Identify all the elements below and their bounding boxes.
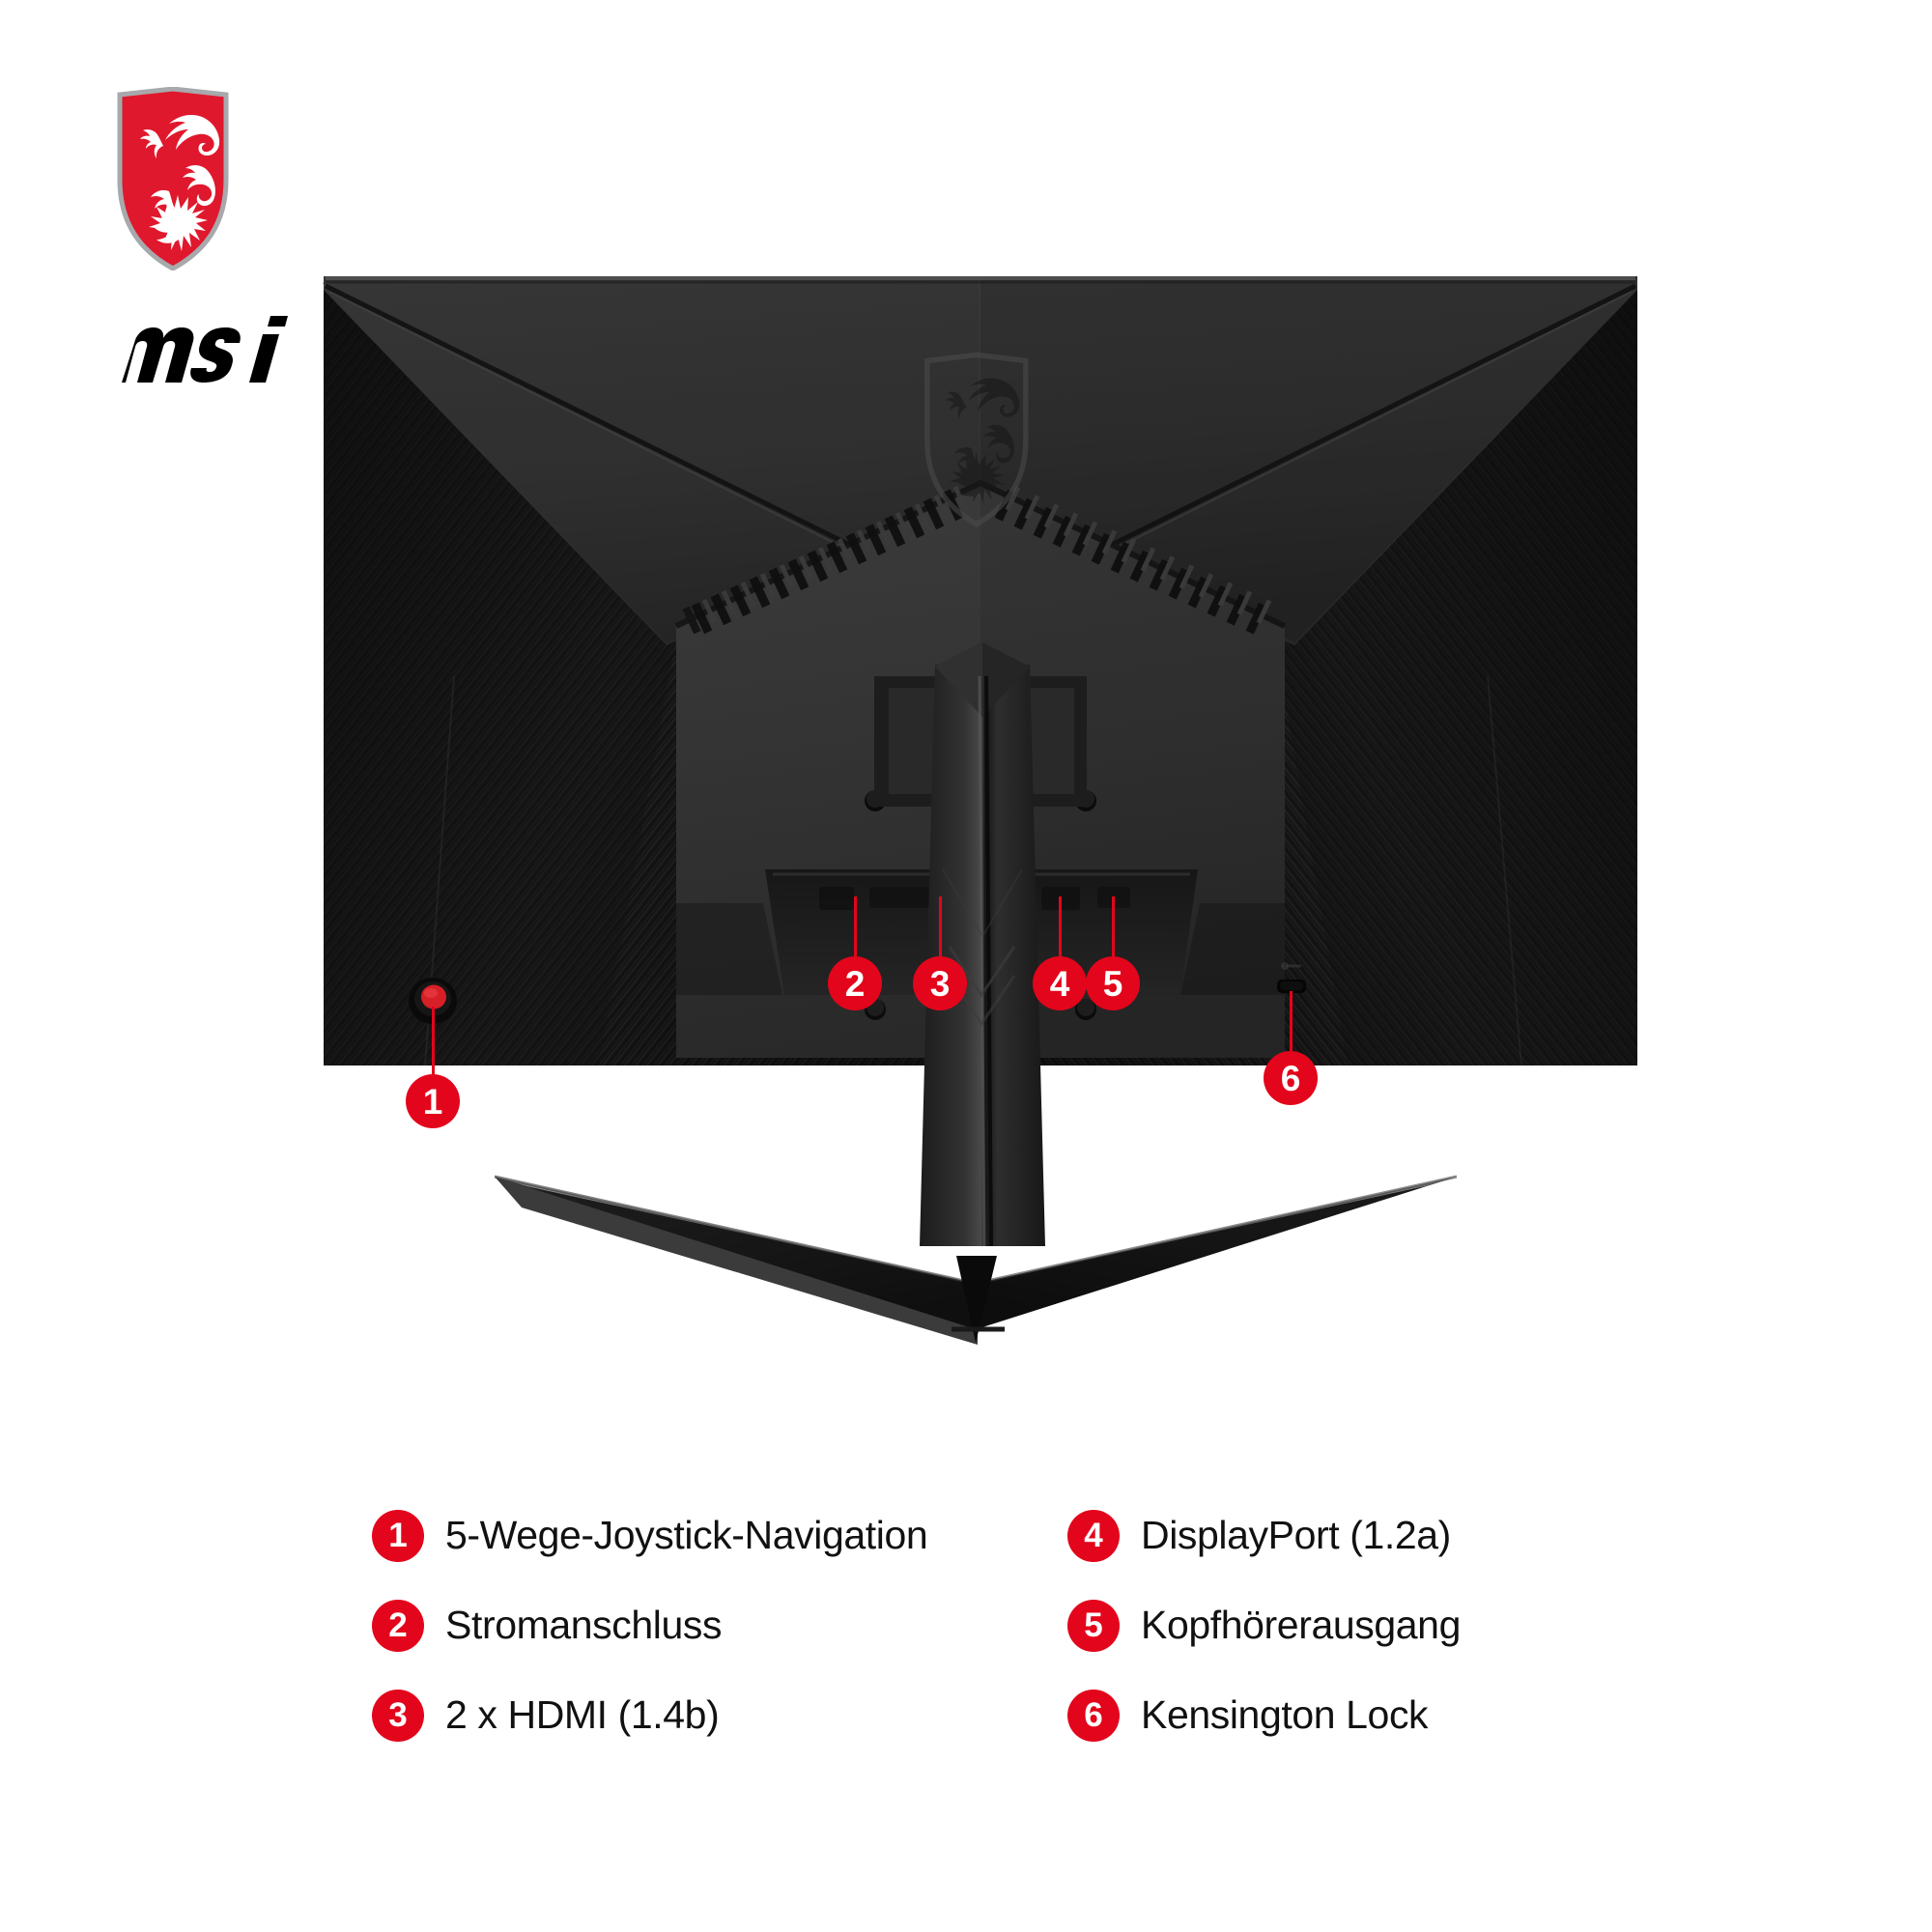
callout-leader-6 (1290, 991, 1293, 1051)
callout-marker-2[interactable]: 2 (828, 956, 882, 1010)
stand-base (494, 1175, 1458, 1345)
callout-leader-3 (939, 896, 942, 956)
legend-label-6: Kensington Lock (1141, 1692, 1429, 1737)
kensington-lock-slot (1277, 962, 1306, 993)
msi-wordmark (114, 315, 298, 390)
joystick-button (409, 978, 457, 1024)
callout-marker-6[interactable]: 6 (1264, 1051, 1318, 1105)
callout-marker-3[interactable]: 3 (913, 956, 967, 1010)
callout-marker-1[interactable]: 1 (406, 1074, 460, 1128)
legend-badge-5: 5 (1067, 1599, 1120, 1652)
port-bank-left (765, 869, 966, 995)
legend-label-5: Kopfhörerausgang (1141, 1603, 1461, 1647)
legend-label-4: DisplayPort (1.2a) (1141, 1513, 1451, 1557)
callout-leader-1 (432, 1007, 435, 1076)
legend-item-6: 6 Kensington Lock (1067, 1670, 1744, 1760)
msi-dragon-shield-icon (116, 86, 230, 271)
port-legend: 1 5-Wege-Joystick-Navigation 4 DisplayPo… (372, 1491, 1744, 1760)
callout-leader-2 (854, 896, 857, 956)
monitor-rear-illustration (322, 276, 1637, 1345)
callout-leader-5 (1112, 896, 1115, 956)
legend-label-1: 5-Wege-Joystick-Navigation (445, 1513, 928, 1557)
legend-badge-2: 2 (372, 1599, 424, 1652)
legend-item-1: 1 5-Wege-Joystick-Navigation (372, 1491, 1048, 1580)
stand-neck (874, 642, 1087, 1247)
legend-item-3: 3 2 x HDMI (1.4b) (372, 1670, 1048, 1760)
legend-item-4: 4 DisplayPort (1.2a) (1067, 1491, 1744, 1580)
callout-marker-4[interactable]: 4 (1033, 956, 1087, 1010)
legend-badge-4: 4 (1067, 1509, 1120, 1562)
legend-item-5: 5 Kopfhörerausgang (1067, 1580, 1744, 1670)
msi-brand-logo (106, 86, 357, 396)
callout-leader-4 (1059, 896, 1062, 956)
callout-marker-5[interactable]: 5 (1086, 956, 1140, 1010)
legend-label-3: 2 x HDMI (1.4b) (445, 1692, 720, 1737)
vent-fins (682, 485, 1272, 635)
legend-item-2: 2 Stromanschluss (372, 1580, 1048, 1670)
legend-badge-1: 1 (372, 1509, 424, 1562)
legend-label-2: Stromanschluss (445, 1603, 723, 1647)
legend-badge-6: 6 (1067, 1689, 1120, 1742)
legend-badge-3: 3 (372, 1689, 424, 1742)
embossed-msi-logo (924, 352, 1029, 527)
